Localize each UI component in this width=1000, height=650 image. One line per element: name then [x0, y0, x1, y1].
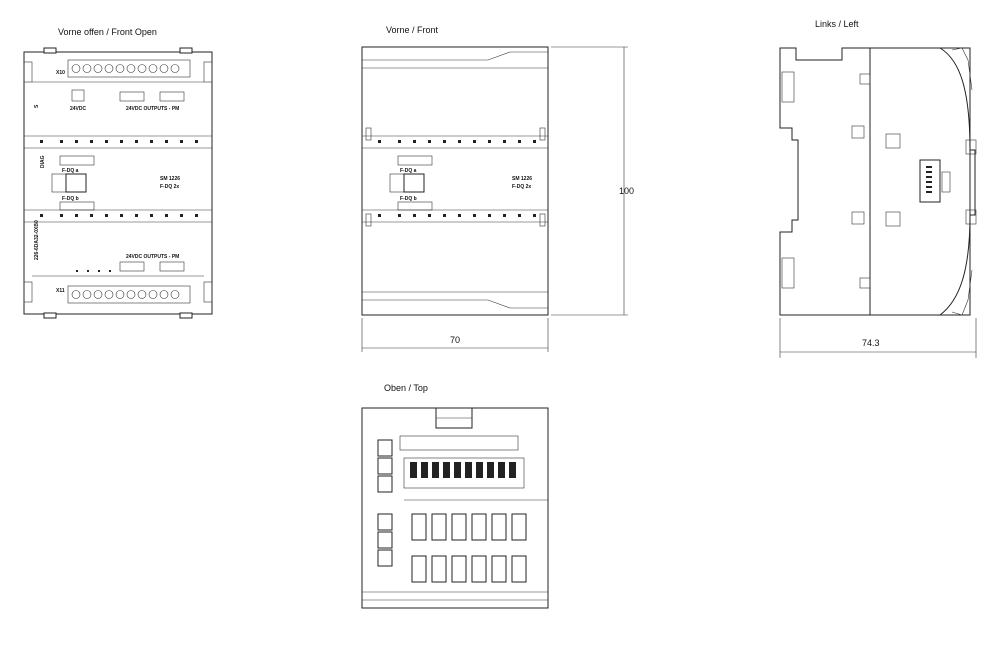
right-tab-bottom: [203, 281, 213, 303]
top-title: Oben / Top: [384, 383, 428, 393]
group-b-label: F-DQ b: [62, 196, 79, 202]
front-cover-curve: [939, 47, 976, 316]
front-title: Vorne / Front: [386, 25, 439, 35]
top-view: Oben / Top: [361, 383, 549, 609]
output-group-box-3: [119, 261, 145, 272]
openings-row-2: [411, 555, 527, 583]
width-dimension: 70: [450, 335, 460, 345]
output-group-box-2: [159, 91, 185, 102]
upper-terminal-row: [403, 457, 525, 489]
front-module-sub: F-DQ 2x: [512, 184, 531, 190]
front-group-a-bracket: [397, 155, 433, 166]
height-dimension: 100: [619, 186, 634, 196]
terminal-block-bottom: [67, 285, 191, 304]
depth-dimension: 74.3: [862, 338, 880, 348]
top-rail: [399, 435, 519, 451]
front-open-title: Vorne offen / Front Open: [58, 27, 157, 37]
module-name: SM 1226: [160, 176, 180, 182]
output-group-box-4: [159, 261, 185, 272]
front-group-b-label: F-DQ b: [400, 196, 417, 202]
bottom-left-latch: [43, 312, 57, 319]
top-cover-edge: [362, 51, 548, 61]
connector-latch: [65, 173, 87, 193]
left-title: Links / Left: [815, 19, 859, 29]
led-dots-bottom: [40, 214, 198, 217]
top-left-latch: [43, 47, 57, 54]
front-module-name: SM 1226: [512, 176, 532, 182]
left-slots-top: [377, 439, 393, 493]
left-tab: [23, 61, 33, 83]
left-tab-bottom: [23, 281, 33, 303]
group-a-bracket: [59, 155, 95, 166]
left-slots-bottom: [377, 513, 393, 567]
outputs-top-label: 24VDC OUTPUTS - PM: [126, 106, 179, 112]
output-group-box-1: [119, 91, 145, 102]
bottom-cover-edge: [362, 299, 548, 309]
left-view: Links / Left 74.3: [779, 19, 977, 358]
power-symbol: [71, 89, 85, 102]
module-sub: F-DQ 2x: [160, 184, 179, 190]
front-housing: [361, 46, 549, 316]
front-view: Vorne / Front F-DQ a SM 1226 F-DQ 2x F-D…: [361, 25, 634, 352]
terminal-teeth: [410, 462, 516, 478]
bottom-right-latch: [179, 312, 193, 319]
front-open-housing: [23, 51, 213, 315]
openings-row-1: [411, 513, 527, 541]
terminal-screws-bottom: [71, 290, 180, 299]
terminal-block-top: [67, 59, 191, 78]
right-tab: [203, 61, 213, 83]
bottom-dots: [76, 270, 111, 272]
siemens-mark: S: [34, 104, 40, 108]
front-led-dots-bottom: [378, 214, 536, 217]
terminal-screws-top: [71, 64, 180, 73]
left-rear-profile: [779, 47, 871, 316]
front-connector-latch: [403, 173, 425, 193]
top-right-latch: [179, 47, 193, 54]
led-dots-top: [40, 140, 198, 143]
outputs-bottom-label: 24VDC OUTPUTS - PM: [126, 254, 179, 260]
terminal-label-top: X10: [56, 70, 65, 76]
group-a-label: F-DQ a: [62, 168, 79, 174]
order-number: 226-6DA32-0XB0: [34, 220, 40, 260]
connector-pins: [926, 166, 932, 193]
terminal-label-bottom: X11: [56, 288, 65, 294]
front-group-a-label: F-DQ a: [400, 168, 417, 174]
diag-label: DIAG: [40, 155, 46, 168]
power-label: 24VDC: [70, 106, 87, 112]
front-led-dots-top: [378, 140, 536, 143]
front-open-view: Vorne offen / Front Open X10 24VDC 24VDC…: [23, 27, 213, 319]
